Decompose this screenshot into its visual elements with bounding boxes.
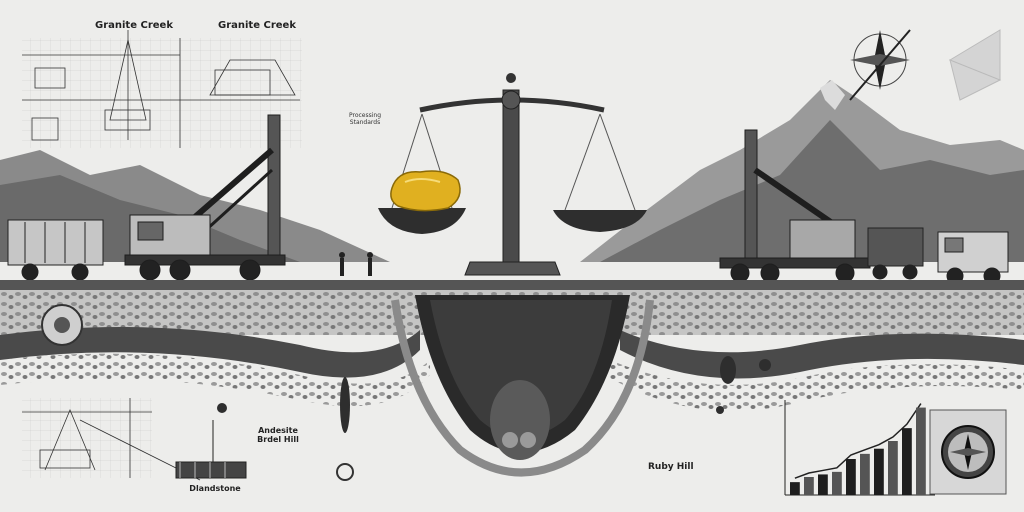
drill-rig-right — [719, 129, 871, 283]
drill-caption: Dlandstone — [189, 484, 241, 493]
compass-dial-icon — [929, 409, 1007, 495]
chart-trend-line — [794, 403, 922, 479]
compass-rose-icon — [849, 29, 911, 101]
blueprint-bottom-left — [22, 398, 201, 481]
ore-wagon-left — [7, 219, 104, 281]
blueprint-right-title: Granite Creek — [218, 20, 296, 31]
drill-rig-icon — [175, 420, 247, 479]
blueprint-top-left — [22, 30, 302, 148]
chart-bar — [916, 407, 926, 495]
geometric-shape — [948, 29, 1002, 101]
chart-bar — [832, 471, 842, 495]
ore-truck-icon — [867, 227, 1009, 285]
drips — [217, 356, 771, 481]
drill-rig-left — [124, 114, 286, 281]
chart-bar — [818, 474, 828, 495]
ruby-hill-label: Ruby Hill — [648, 462, 694, 472]
growth-chart — [784, 400, 935, 496]
chart-bar — [790, 482, 800, 495]
gold-nugget-icon — [390, 170, 461, 212]
chart-bar — [804, 477, 814, 495]
workers — [339, 252, 373, 276]
chart-bar — [846, 459, 856, 495]
chart-bar — [874, 448, 884, 495]
processing-annotation: Processing Standards — [348, 112, 382, 126]
drill-note: Andesite Brdel Hill — [257, 426, 299, 444]
blueprint-left-title: Granite Creek — [95, 20, 173, 31]
chart-bar — [860, 453, 870, 495]
chart-bar — [902, 428, 912, 495]
chart-bar — [888, 441, 898, 495]
ground-surface — [0, 280, 1024, 290]
balance-scale-icon — [378, 73, 647, 276]
mine-pit — [391, 295, 654, 477]
